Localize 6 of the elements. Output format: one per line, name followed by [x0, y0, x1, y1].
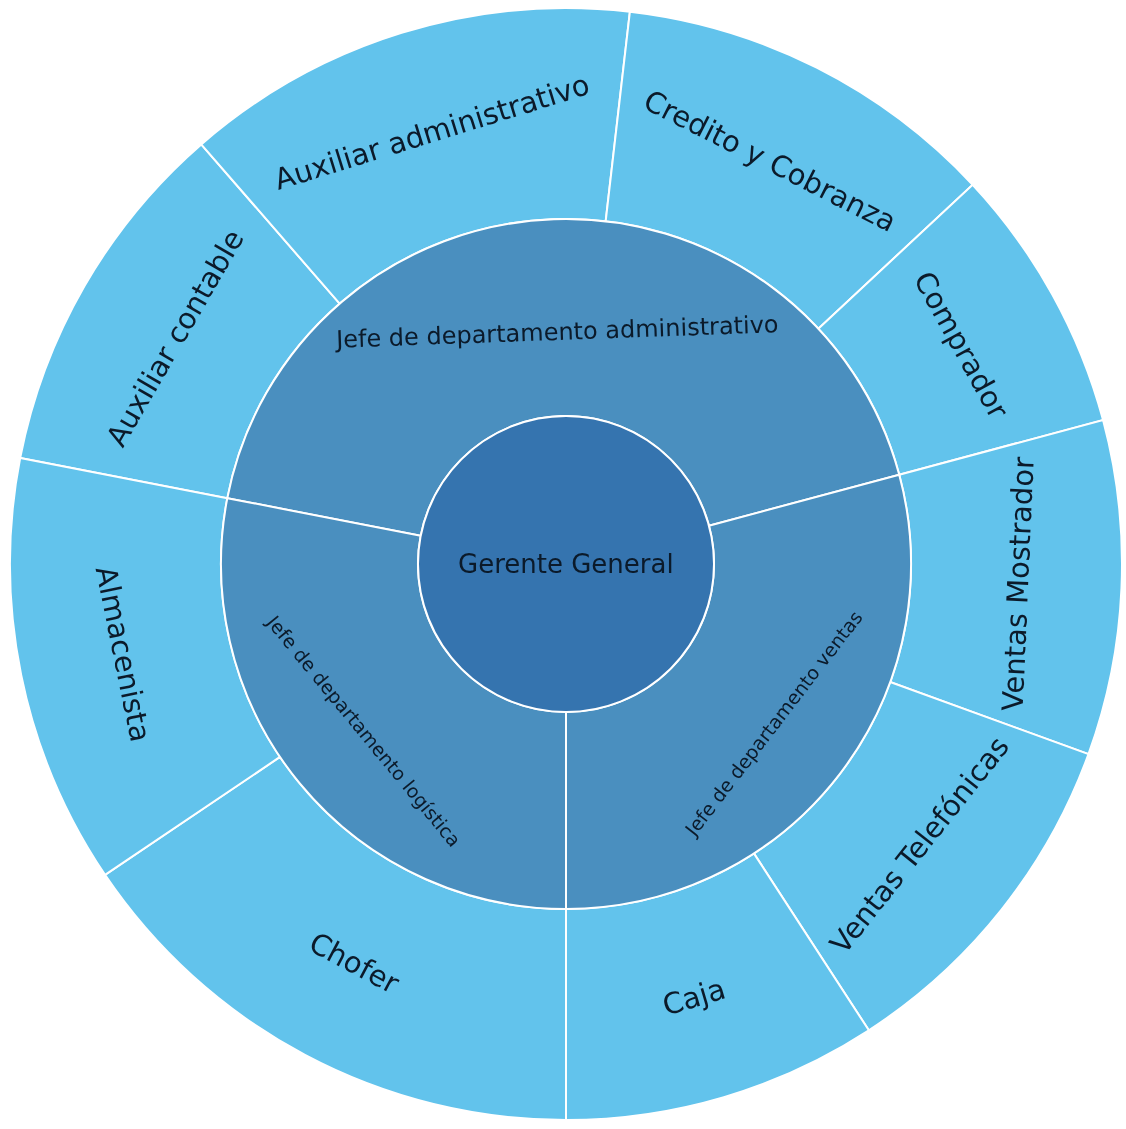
center-label: Gerente General — [458, 549, 674, 579]
ring-segment — [220, 497, 567, 910]
segment-label: Ventas Mostrador — [995, 455, 1041, 712]
segment-label: Caja — [658, 972, 730, 1023]
segment-label: Jefe de departamento administrativo — [336, 310, 780, 354]
center-circle — [417, 415, 715, 713]
